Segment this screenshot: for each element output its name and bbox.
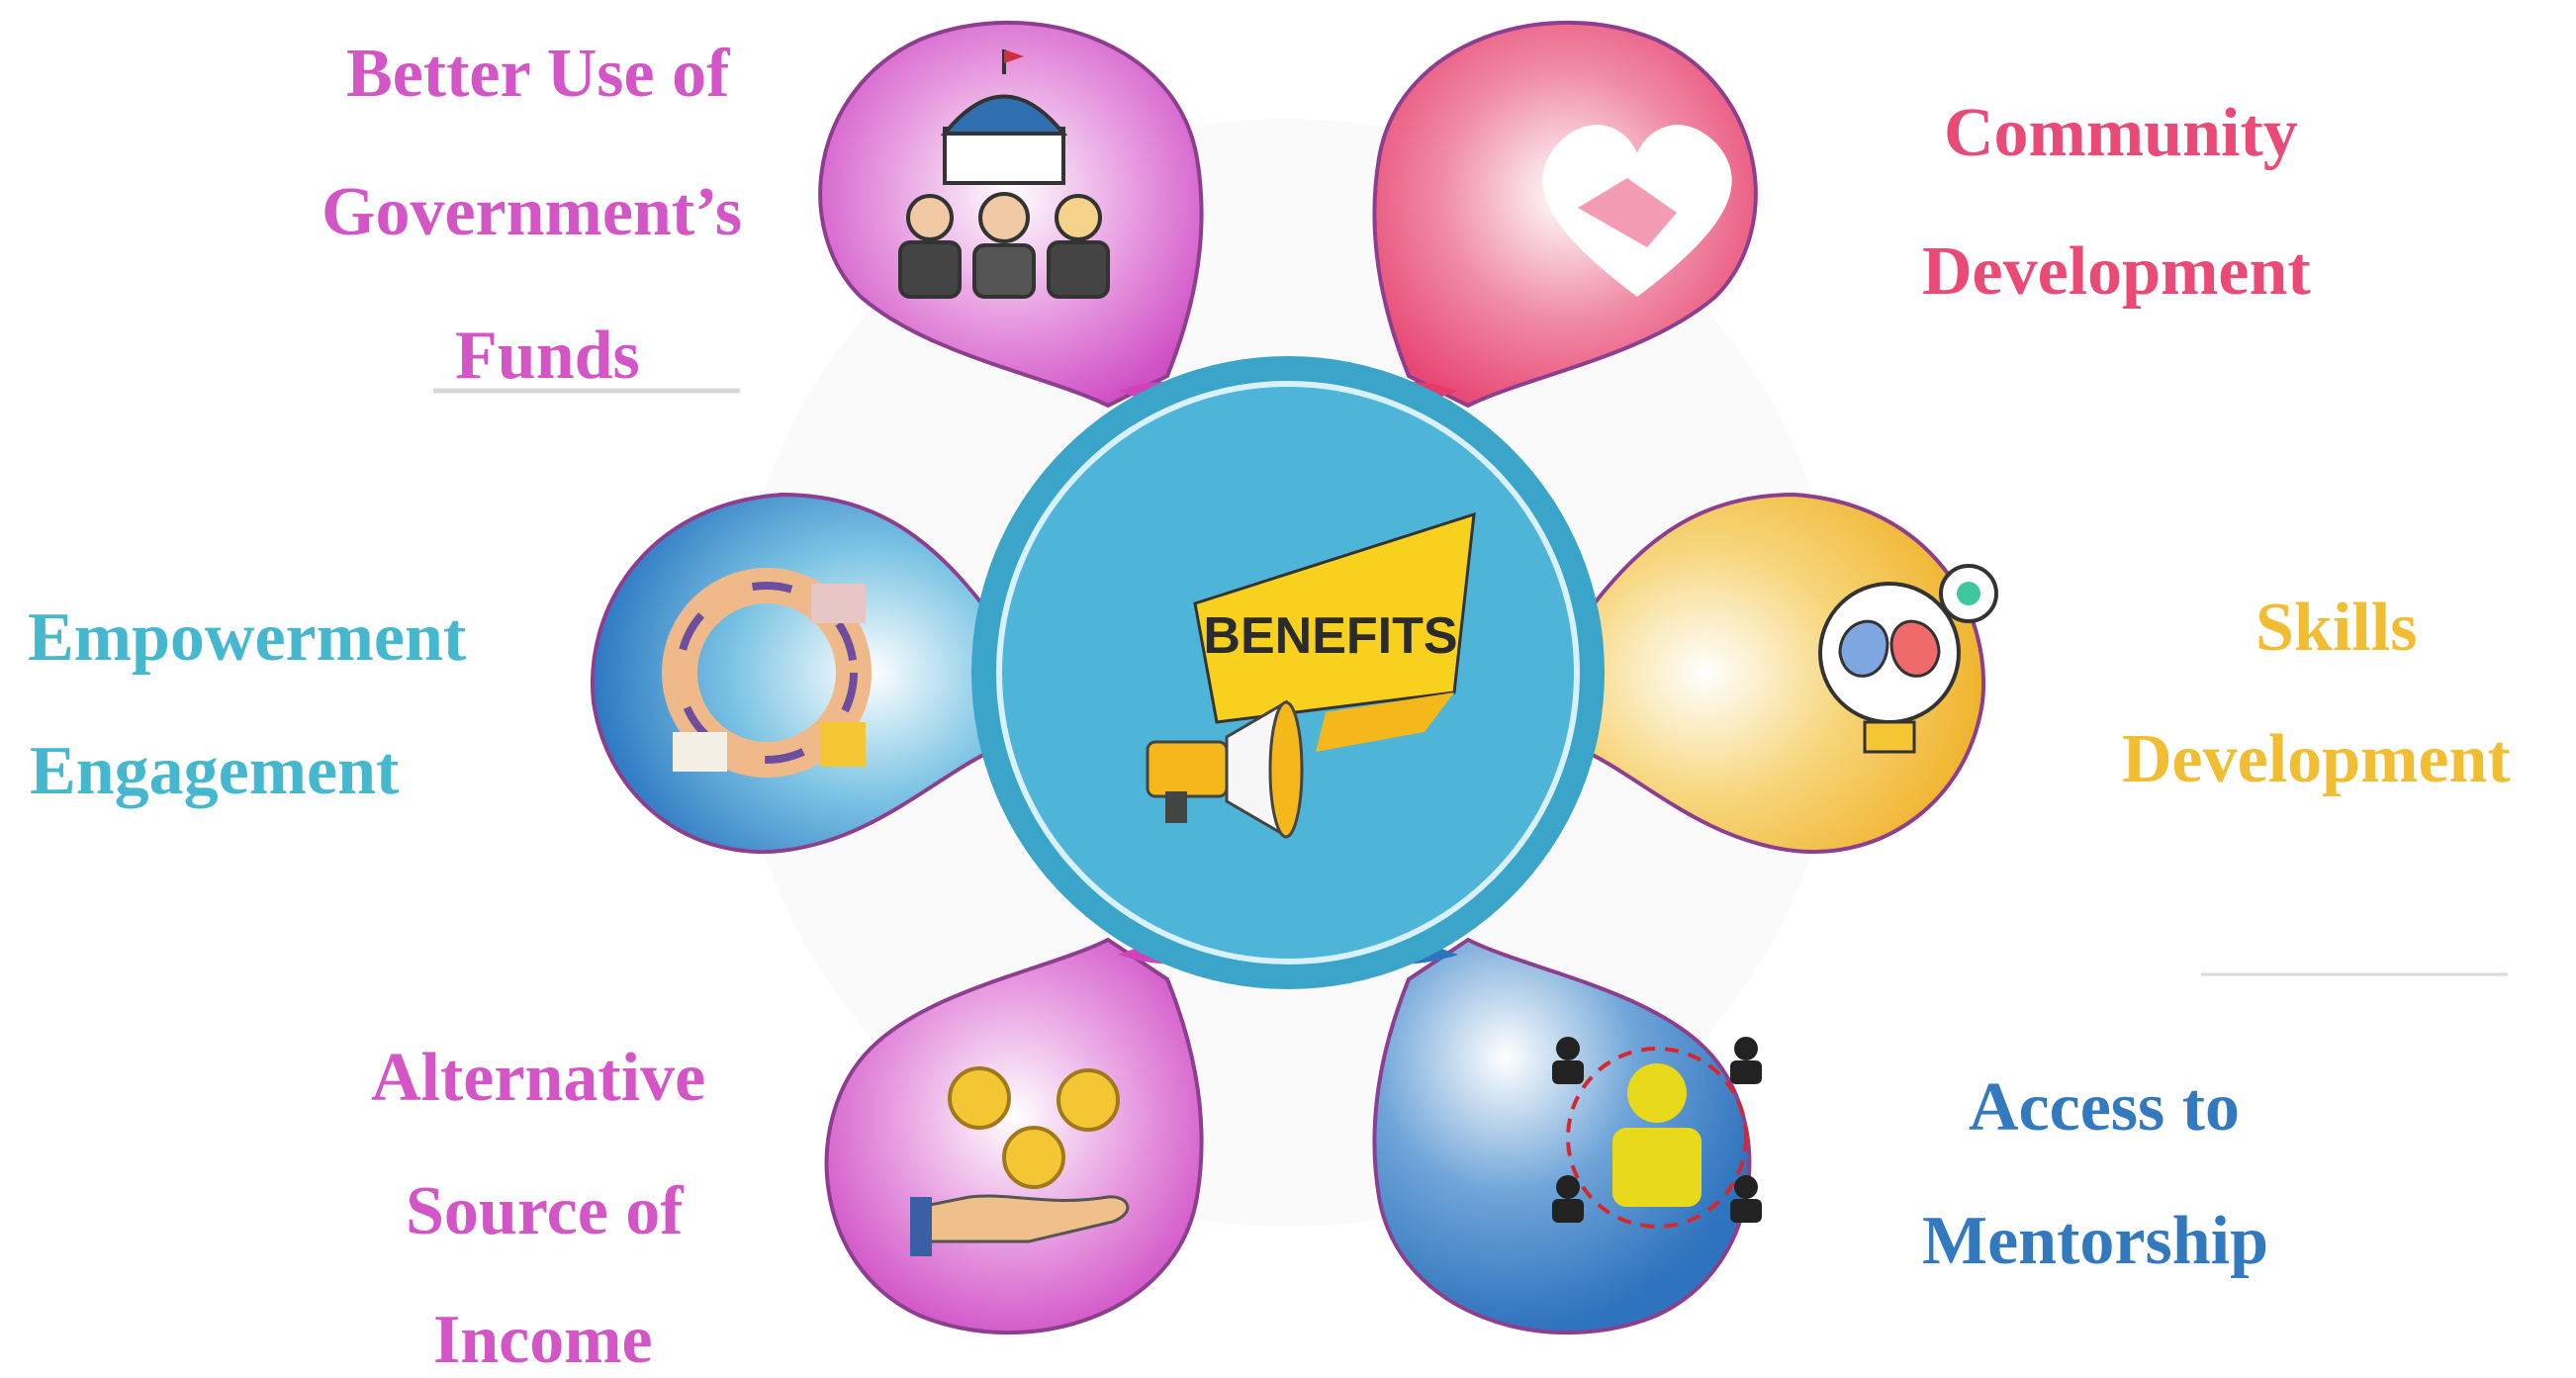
benefit-income-line-3: Income xyxy=(433,1302,653,1378)
benefit-income-line-2: Source of xyxy=(406,1173,684,1249)
megaphone-icon xyxy=(1146,699,1304,839)
benefit-mentorship-line-2: Mentorship xyxy=(1922,1203,2268,1279)
benefit-funds-line-2: Government’s xyxy=(322,174,743,250)
benefit-empowerment-line-1: Empowerment xyxy=(28,599,467,676)
benefit-income-line-1: Alternative xyxy=(371,1040,706,1116)
benefit-funds-line-1: Better Use of xyxy=(346,36,730,112)
benefits-banner: BENEFITS xyxy=(1193,511,1476,752)
benefit-community-line-2: Development xyxy=(1922,233,2311,310)
hands-circle-icon xyxy=(662,568,872,778)
benefit-skills-line-1: Skills xyxy=(2255,590,2418,666)
lightbulb-brain-icon xyxy=(1818,564,1998,754)
benefit-community-line-1: Community xyxy=(1944,95,2298,171)
center-label: BENEFITS xyxy=(1203,607,1457,665)
benefit-mentorship-line-1: Access to xyxy=(1969,1069,2241,1146)
benefit-empowerment-line-2: Engagement xyxy=(30,733,400,809)
mentor-group-icon xyxy=(1552,1037,1762,1229)
benefit-skills-line-2: Development xyxy=(2122,721,2511,797)
benefit-funds-line-3: Funds xyxy=(455,318,640,394)
government-people-icon xyxy=(898,49,1110,299)
heart-handshake-icon xyxy=(1542,125,1732,297)
coins-hand-icon xyxy=(910,1066,1130,1256)
